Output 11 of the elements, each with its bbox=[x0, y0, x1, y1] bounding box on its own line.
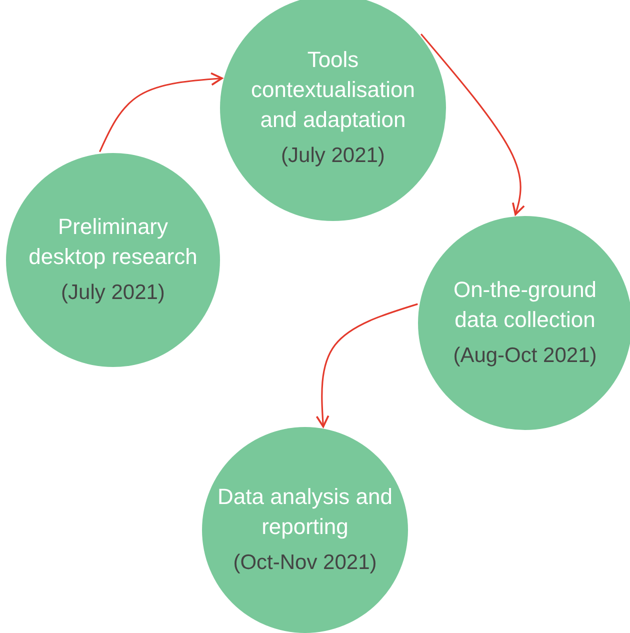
stage-name: Tools contextualisation and adaptation bbox=[250, 46, 416, 134]
stage-name: Preliminary desktop research bbox=[28, 213, 198, 271]
stage-date: (July 2021) bbox=[61, 280, 165, 306]
stage-date: (Oct-Nov 2021) bbox=[233, 550, 377, 576]
stage-name: Data analysis and reporting bbox=[216, 483, 394, 541]
stage-date: (Aug-Oct 2021) bbox=[453, 343, 597, 369]
stage-name: On-the-ground data collection bbox=[452, 276, 598, 334]
stage-date: (July 2021) bbox=[281, 143, 385, 169]
curved-arrow bbox=[98, 72, 223, 152]
curved-arrow bbox=[316, 303, 418, 428]
curved-arrow bbox=[420, 34, 525, 216]
